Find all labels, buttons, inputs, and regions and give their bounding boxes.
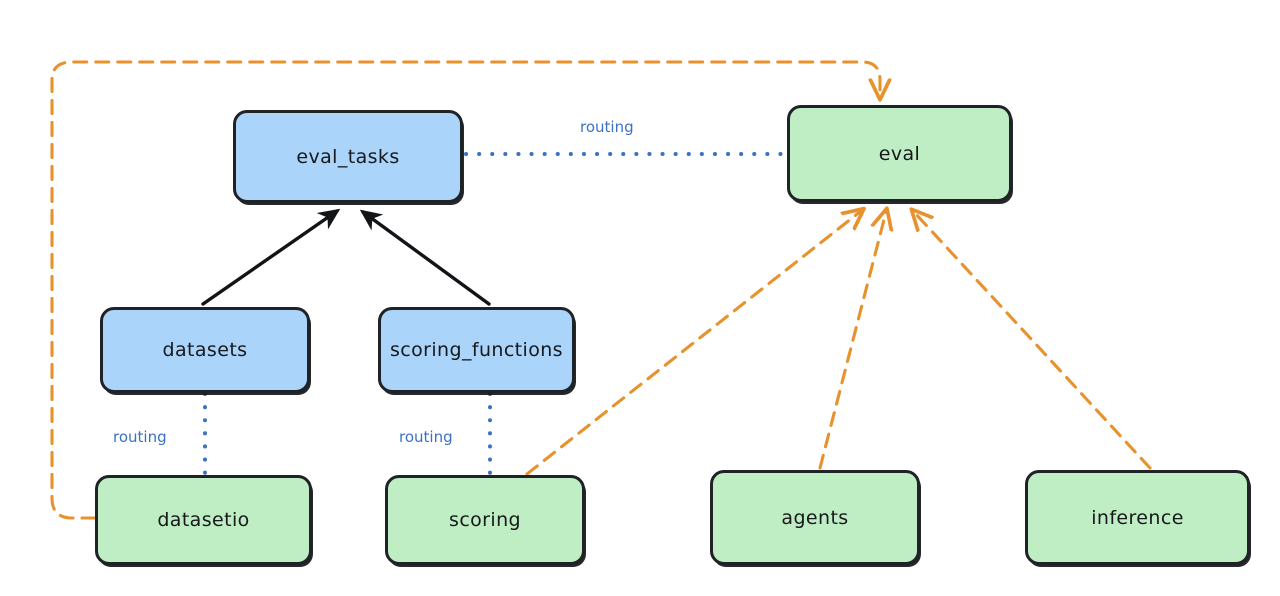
- edge-label-routing-scoring-functions-scoring: routing: [399, 428, 453, 446]
- edge-scoring_functions-to-eval_tasks: [359, 209, 491, 306]
- node-inference[interactable]: inference: [1025, 470, 1250, 565]
- node-label: datasetio: [157, 509, 250, 531]
- node-scoring[interactable]: scoring: [385, 475, 585, 565]
- node-eval-tasks[interactable]: eval_tasks: [233, 110, 463, 203]
- node-scoring-functions[interactable]: scoring_functions: [378, 307, 575, 393]
- edge-inference-to-eval: [914, 212, 1152, 470]
- node-label: agents: [781, 506, 849, 529]
- edge-label-routing-eval-tasks-eval: routing: [580, 118, 634, 136]
- node-label: eval_tasks: [296, 145, 400, 168]
- edge-datasetio-to-eval: [50, 60, 880, 520]
- node-label: inference: [1091, 506, 1184, 529]
- node-eval[interactable]: eval: [787, 105, 1012, 202]
- edge-scoring-to-eval: [525, 211, 861, 476]
- edge-agents-to-eval: [818, 212, 886, 470]
- node-label: datasets: [162, 339, 248, 361]
- edge-datasets-to-eval_tasks: [201, 208, 341, 306]
- node-label: eval: [878, 142, 921, 165]
- node-datasetio[interactable]: datasetio: [95, 475, 312, 565]
- node-label: scoring: [449, 509, 521, 531]
- node-datasets[interactable]: datasets: [100, 307, 310, 393]
- edge-label-routing-datasets-datasetio: routing: [113, 428, 167, 446]
- node-label: scoring_functions: [390, 339, 563, 361]
- node-agents[interactable]: agents: [710, 470, 920, 565]
